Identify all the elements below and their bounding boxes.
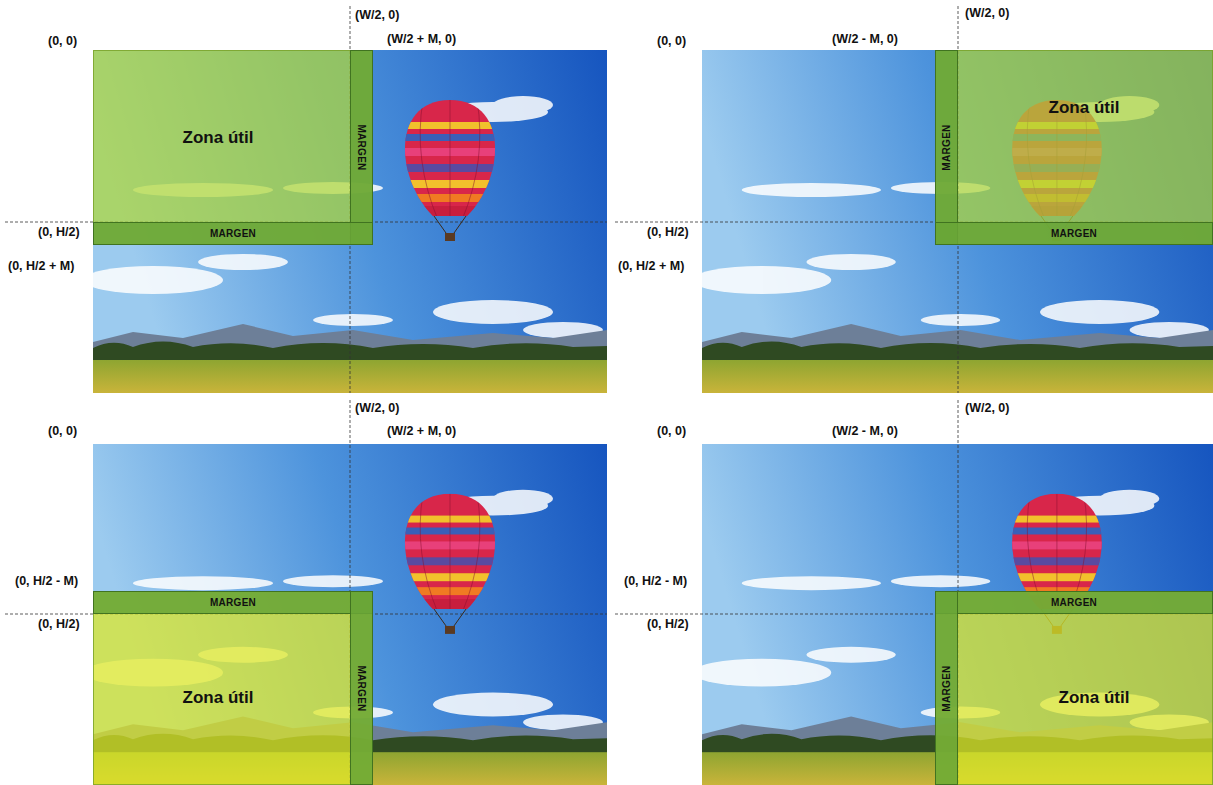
coordinate-label: (0, H/2) bbox=[38, 617, 80, 632]
coordinate-label: (W/2, 0) bbox=[355, 8, 399, 23]
margin-band: MARGEN bbox=[93, 222, 373, 245]
zone-label: Zona útil bbox=[183, 128, 254, 148]
margin-label: MARGEN bbox=[1051, 228, 1097, 239]
margin-label: MARGEN bbox=[941, 124, 952, 170]
coordinate-label: (W/2 + M, 0) bbox=[387, 32, 456, 47]
margin-band: MARGEN bbox=[935, 50, 958, 245]
margin-label: MARGEN bbox=[941, 665, 952, 711]
useful-zone: Zona útil bbox=[93, 591, 373, 785]
margin-band: MARGEN bbox=[350, 50, 373, 245]
coordinate-label: (0, 0) bbox=[657, 34, 686, 49]
zone-label: Zona útil bbox=[183, 688, 254, 708]
useful-zone: Zona útil bbox=[935, 50, 1213, 245]
coordinate-label: (W/2, 0) bbox=[965, 401, 1009, 416]
coordinate-label: (W/2, 0) bbox=[355, 401, 399, 416]
coordinate-label: (0, H/2) bbox=[647, 617, 689, 632]
margin-band: MARGEN bbox=[935, 591, 1213, 614]
margin-band: MARGEN bbox=[935, 591, 958, 785]
margin-band: MARGEN bbox=[93, 591, 373, 614]
margin-label: MARGEN bbox=[210, 228, 256, 239]
coordinate-label: (0, H/2 + M) bbox=[8, 259, 74, 274]
coordinate-label: (0, H/2 - M) bbox=[15, 574, 78, 589]
coordinate-label: (0, H/2) bbox=[647, 225, 689, 240]
coordinate-label: (W/2 - M, 0) bbox=[832, 32, 898, 47]
coordinate-label: (0, 0) bbox=[48, 424, 77, 439]
zone-label: Zona útil bbox=[1049, 98, 1120, 118]
coordinate-label: (W/2 + M, 0) bbox=[387, 424, 456, 439]
coordinate-label: (0, H/2) bbox=[38, 225, 80, 240]
coordinate-label: (W/2 - M, 0) bbox=[832, 424, 898, 439]
coordinate-label: (0, 0) bbox=[48, 34, 77, 49]
coordinate-label: (0, H/2 - M) bbox=[624, 574, 687, 589]
margin-label: MARGEN bbox=[356, 665, 367, 711]
coordinate-label: (0, 0) bbox=[657, 424, 686, 439]
coordinate-label: (W/2, 0) bbox=[965, 6, 1009, 21]
useful-zone: Zona útil bbox=[935, 591, 1213, 785]
useful-zone: Zona útil bbox=[93, 50, 373, 245]
margin-band: MARGEN bbox=[350, 591, 373, 785]
margin-label: MARGEN bbox=[210, 597, 256, 608]
coordinate-label: (0, H/2 + M) bbox=[618, 259, 684, 274]
zone-label: Zona útil bbox=[1059, 688, 1130, 708]
margin-label: MARGEN bbox=[1051, 597, 1097, 608]
margin-band: MARGEN bbox=[935, 222, 1213, 245]
margin-label: MARGEN bbox=[356, 124, 367, 170]
